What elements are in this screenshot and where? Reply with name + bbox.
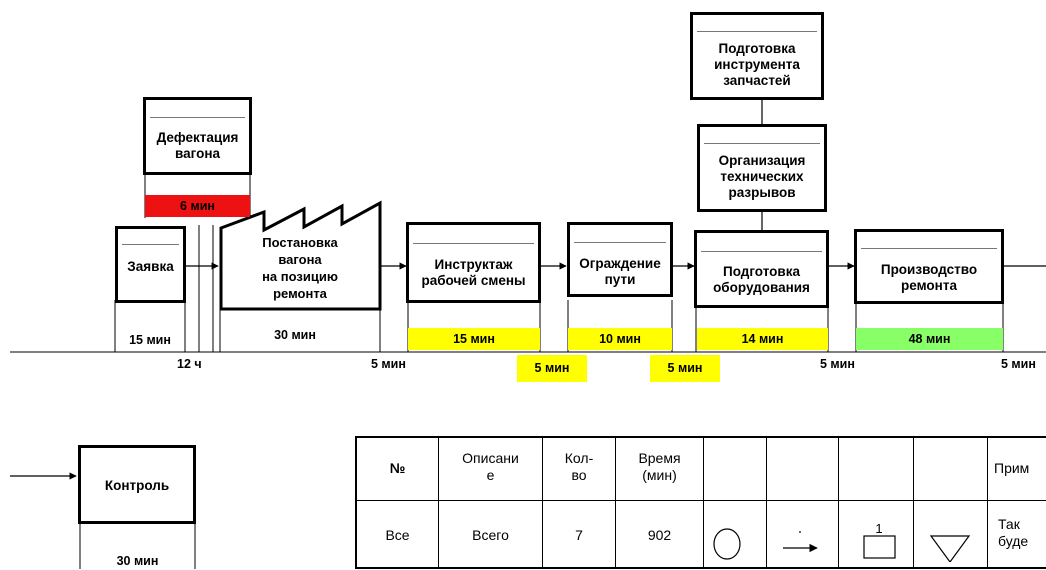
summary-table: № Описани е Кол- во Время (мин) Прим Все… — [355, 436, 1046, 569]
wait-label-4: 5 мин — [820, 357, 855, 371]
triangle-down-icon — [929, 535, 971, 562]
step-podgotovka-oborudovaniya-label: Подготовка оборудования — [713, 264, 810, 295]
wait-label-1: 5 мин — [371, 357, 406, 371]
wait-label-5: 5 мин — [1001, 357, 1036, 371]
step-organizaciya-label: Организация технических разрывов — [718, 153, 806, 200]
rectangle-icon-digit: 1 — [875, 521, 883, 536]
step-instruktazh-box: Инструктаж рабочей смены — [406, 222, 541, 303]
step-ograzhdenie-label: Ограждение пути — [579, 256, 661, 287]
duration-ograzhdenie-bar: 10 мин — [568, 328, 672, 350]
arrow-icon — [783, 531, 818, 553]
step-podgotovka-oborudovaniya-box: Подготовка оборудования — [694, 230, 829, 308]
duration-instruktazh-bar: 15 мин — [408, 328, 540, 350]
table-header-description: Описани е — [462, 450, 519, 483]
step-zayavka-label: Заявка — [127, 259, 174, 274]
step-defektaciya-label: Дефектация вагона — [156, 130, 239, 161]
table-cell-count: 7 — [575, 527, 583, 543]
step-ograzhdenie-box: Ограждение пути — [567, 222, 673, 297]
duration-defektaciya-bar: 6 мин — [145, 195, 250, 217]
step-postanovka-label: Постановка вагона на позицию ремонта — [262, 235, 338, 301]
table-header-number: № — [389, 460, 406, 476]
step-proizvodstvo-label: Производство ремонта — [880, 262, 978, 293]
wait-12h-label: 12 ч — [177, 357, 202, 371]
step-podgotovka-instrumenta-label: Подготовка инструмента запчастей — [714, 41, 800, 88]
step-zayavka-box: Заявка — [115, 226, 186, 303]
circle-icon — [713, 528, 741, 560]
step-organizaciya-box: Организация технических разрывов — [697, 124, 827, 212]
duration-kontrol: 30 мин — [116, 554, 159, 568]
step-proizvodstvo-box: Производство ремонта — [854, 229, 1004, 304]
step-kontrol-label: Контроль — [104, 478, 170, 493]
duration-postanovka: 30 мин — [274, 328, 316, 342]
duration-zayavka: 15 мин — [129, 333, 171, 347]
step-podgotovka-instrumenta-box: Подготовка инструмента запчастей — [690, 12, 824, 100]
table-cell-note: Так буде — [998, 516, 1029, 549]
table-cell-all: Все — [385, 527, 410, 543]
factory-shape-icon — [219, 200, 382, 311]
rectangle-icon — [863, 535, 896, 559]
step-instruktazh-label: Инструктаж рабочей смены — [421, 257, 526, 288]
step-kontrol-box: Контроль — [78, 445, 196, 524]
table-header-count: Кол- во — [564, 450, 594, 483]
table-cell-time: 902 — [647, 527, 672, 543]
step-defektaciya-box: Дефектация вагона — [143, 97, 252, 175]
duration-proizvodstvo-bar: 48 мин — [856, 328, 1003, 350]
table-header-time: Время (мин) — [638, 450, 681, 483]
table-cell-total: Всего — [472, 527, 509, 543]
duration-podgotovka-bar: 14 мин — [697, 328, 828, 350]
table-header-note: Прим — [994, 460, 1030, 476]
wait-label-2: 5 мин — [517, 355, 587, 382]
wait-label-3: 5 мин — [650, 355, 720, 382]
